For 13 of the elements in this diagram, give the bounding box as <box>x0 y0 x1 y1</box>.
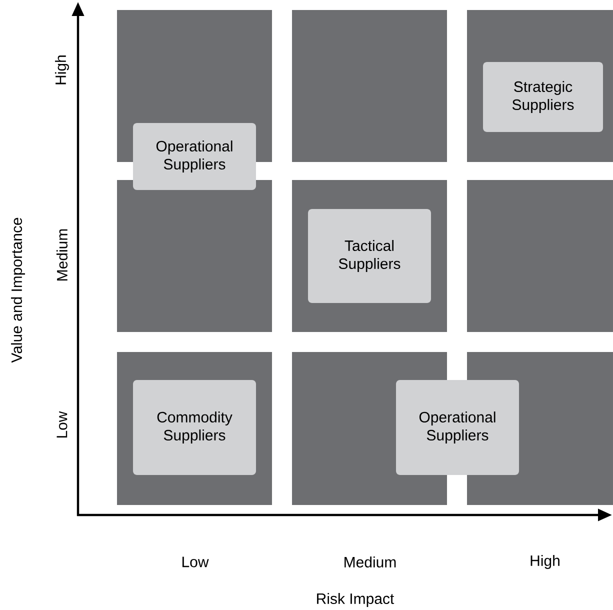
axis-label: High <box>530 555 560 569</box>
axis-label: Medium <box>56 229 68 280</box>
axis-label: High <box>55 56 69 84</box>
category-box: Tactical Suppliers <box>308 209 431 303</box>
category-box: Strategic Suppliers <box>483 62 603 132</box>
axis-label: Low <box>56 411 68 438</box>
axis-label: Low <box>182 556 209 568</box>
axis-label: Medium <box>344 556 396 568</box>
axis-label: Value and Importance <box>11 218 25 363</box>
category-box: Operational Suppliers <box>133 123 256 190</box>
axis-label: Risk Impact <box>317 593 394 607</box>
category-box: Commodity Suppliers <box>133 380 256 475</box>
category-box: Operational Suppliers <box>396 380 519 475</box>
